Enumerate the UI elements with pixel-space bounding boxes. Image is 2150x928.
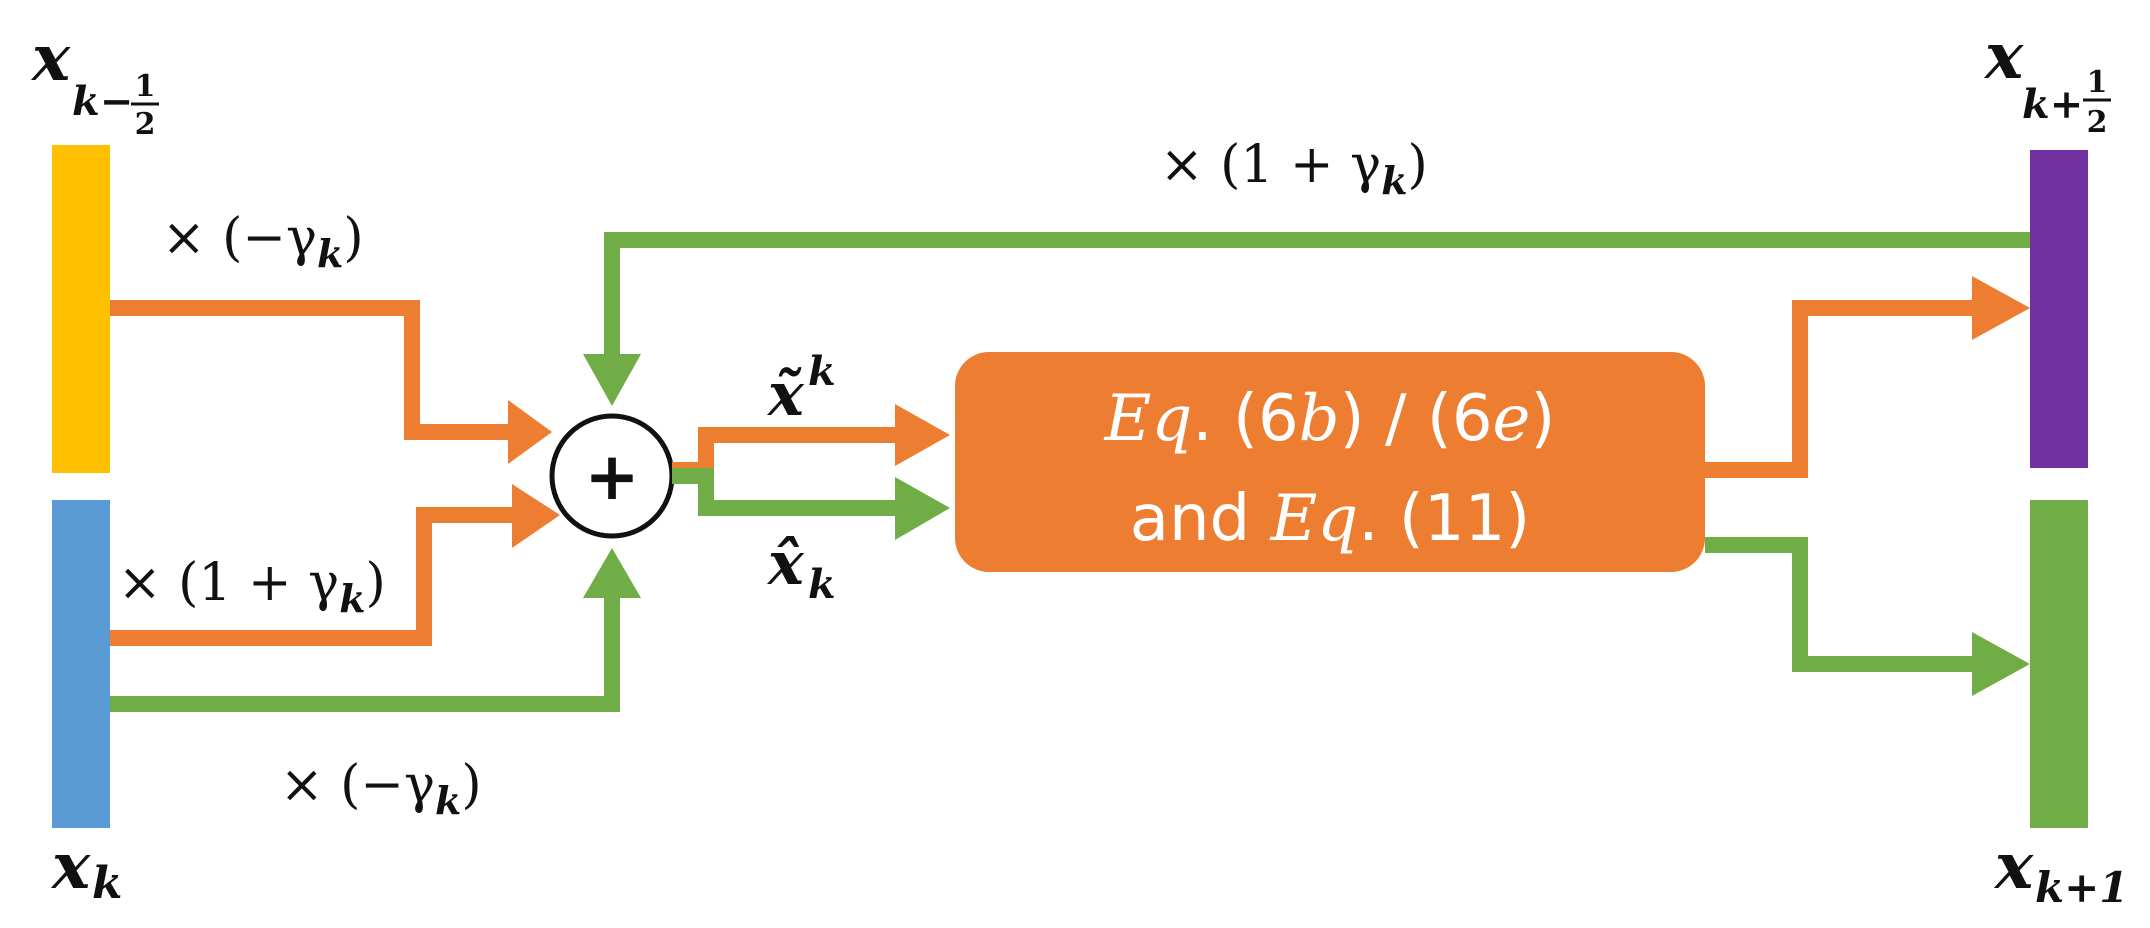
svg-text:× (−γk): × (−γk) xyxy=(280,755,482,823)
equation-box-line2: and Eq. (11) xyxy=(1130,482,1531,556)
label-x-k-plus-half: x k+ 1 2 xyxy=(1983,19,2111,140)
label-x-k: x k xyxy=(50,829,123,909)
equation-box-line1: Eq. (6b) / (6e) xyxy=(1104,382,1556,456)
equation-box xyxy=(955,352,1705,572)
arrowhead-green-box-out xyxy=(1972,632,2030,696)
svg-text:2: 2 xyxy=(2087,105,2108,140)
coef-green-bottom: × (−γk) xyxy=(280,755,482,823)
wire-green-top-feedback xyxy=(604,232,2030,358)
wire-orange-top-in xyxy=(110,300,510,440)
label-x-k-plus-1: x k+1 xyxy=(1993,829,2129,912)
wire-orange-box-out xyxy=(1705,300,1975,478)
svg-text:k+: k+ xyxy=(2022,81,2083,128)
svg-text:k: k xyxy=(808,348,836,395)
svg-text:x: x xyxy=(30,21,71,96)
bar-x-k-plus-1 xyxy=(2030,500,2088,828)
wire-green-box-out xyxy=(1705,537,1975,672)
svg-text:k+1: k+1 xyxy=(2035,863,2129,912)
wire-orange-mid-in xyxy=(110,507,515,646)
svg-text:× (1 + γk): × (1 + γk) xyxy=(118,553,386,621)
coef-green-top: × (1 + γk) xyxy=(1160,135,1428,203)
svg-text:x: x xyxy=(1983,19,2024,94)
arrowhead-green-top-feedback xyxy=(583,354,641,406)
svg-text:1: 1 xyxy=(135,69,156,104)
bar-x-k xyxy=(52,500,110,828)
label-x-tilde-k: x̃ k xyxy=(766,348,836,430)
label-x-hat-k: x̂ k xyxy=(766,529,836,608)
svg-text:k: k xyxy=(92,858,123,909)
svg-text:x: x xyxy=(50,829,91,904)
arrowhead-green-bottom-in xyxy=(583,548,641,598)
svg-text:x̃: x̃ xyxy=(766,360,805,430)
adder-symbol: + xyxy=(584,438,639,515)
svg-text:x̂: x̂ xyxy=(766,529,805,599)
wire-green-hat-out xyxy=(672,468,900,516)
svg-text:x: x xyxy=(1993,829,2034,904)
bar-x-k-plus-half xyxy=(2030,150,2088,468)
arrowhead-green-hat-out xyxy=(895,477,950,540)
svg-text:× (−γk): × (−γk) xyxy=(162,208,364,276)
svg-text:k−: k− xyxy=(72,78,133,125)
coef-orange-top: × (−γk) xyxy=(162,208,364,276)
coef-orange-mid: × (1 + γk) xyxy=(118,553,386,621)
svg-text:k: k xyxy=(808,561,836,608)
arrowhead-orange-box-out xyxy=(1972,276,2030,340)
arrowhead-orange-mid-in xyxy=(512,484,560,548)
svg-text:2: 2 xyxy=(135,107,156,142)
bar-x-k-minus-half xyxy=(52,145,110,473)
svg-text:× (1 + γk): × (1 + γk) xyxy=(1160,135,1428,203)
arrowhead-orange-tilde-out xyxy=(895,404,950,466)
svg-text:1: 1 xyxy=(2087,65,2108,100)
arrowhead-orange-top-in xyxy=(508,400,552,464)
wire-green-bottom-in xyxy=(110,595,620,712)
wire-orange-tilde-out xyxy=(672,427,900,478)
label-x-k-minus-half: x k− 1 2 xyxy=(30,21,159,142)
